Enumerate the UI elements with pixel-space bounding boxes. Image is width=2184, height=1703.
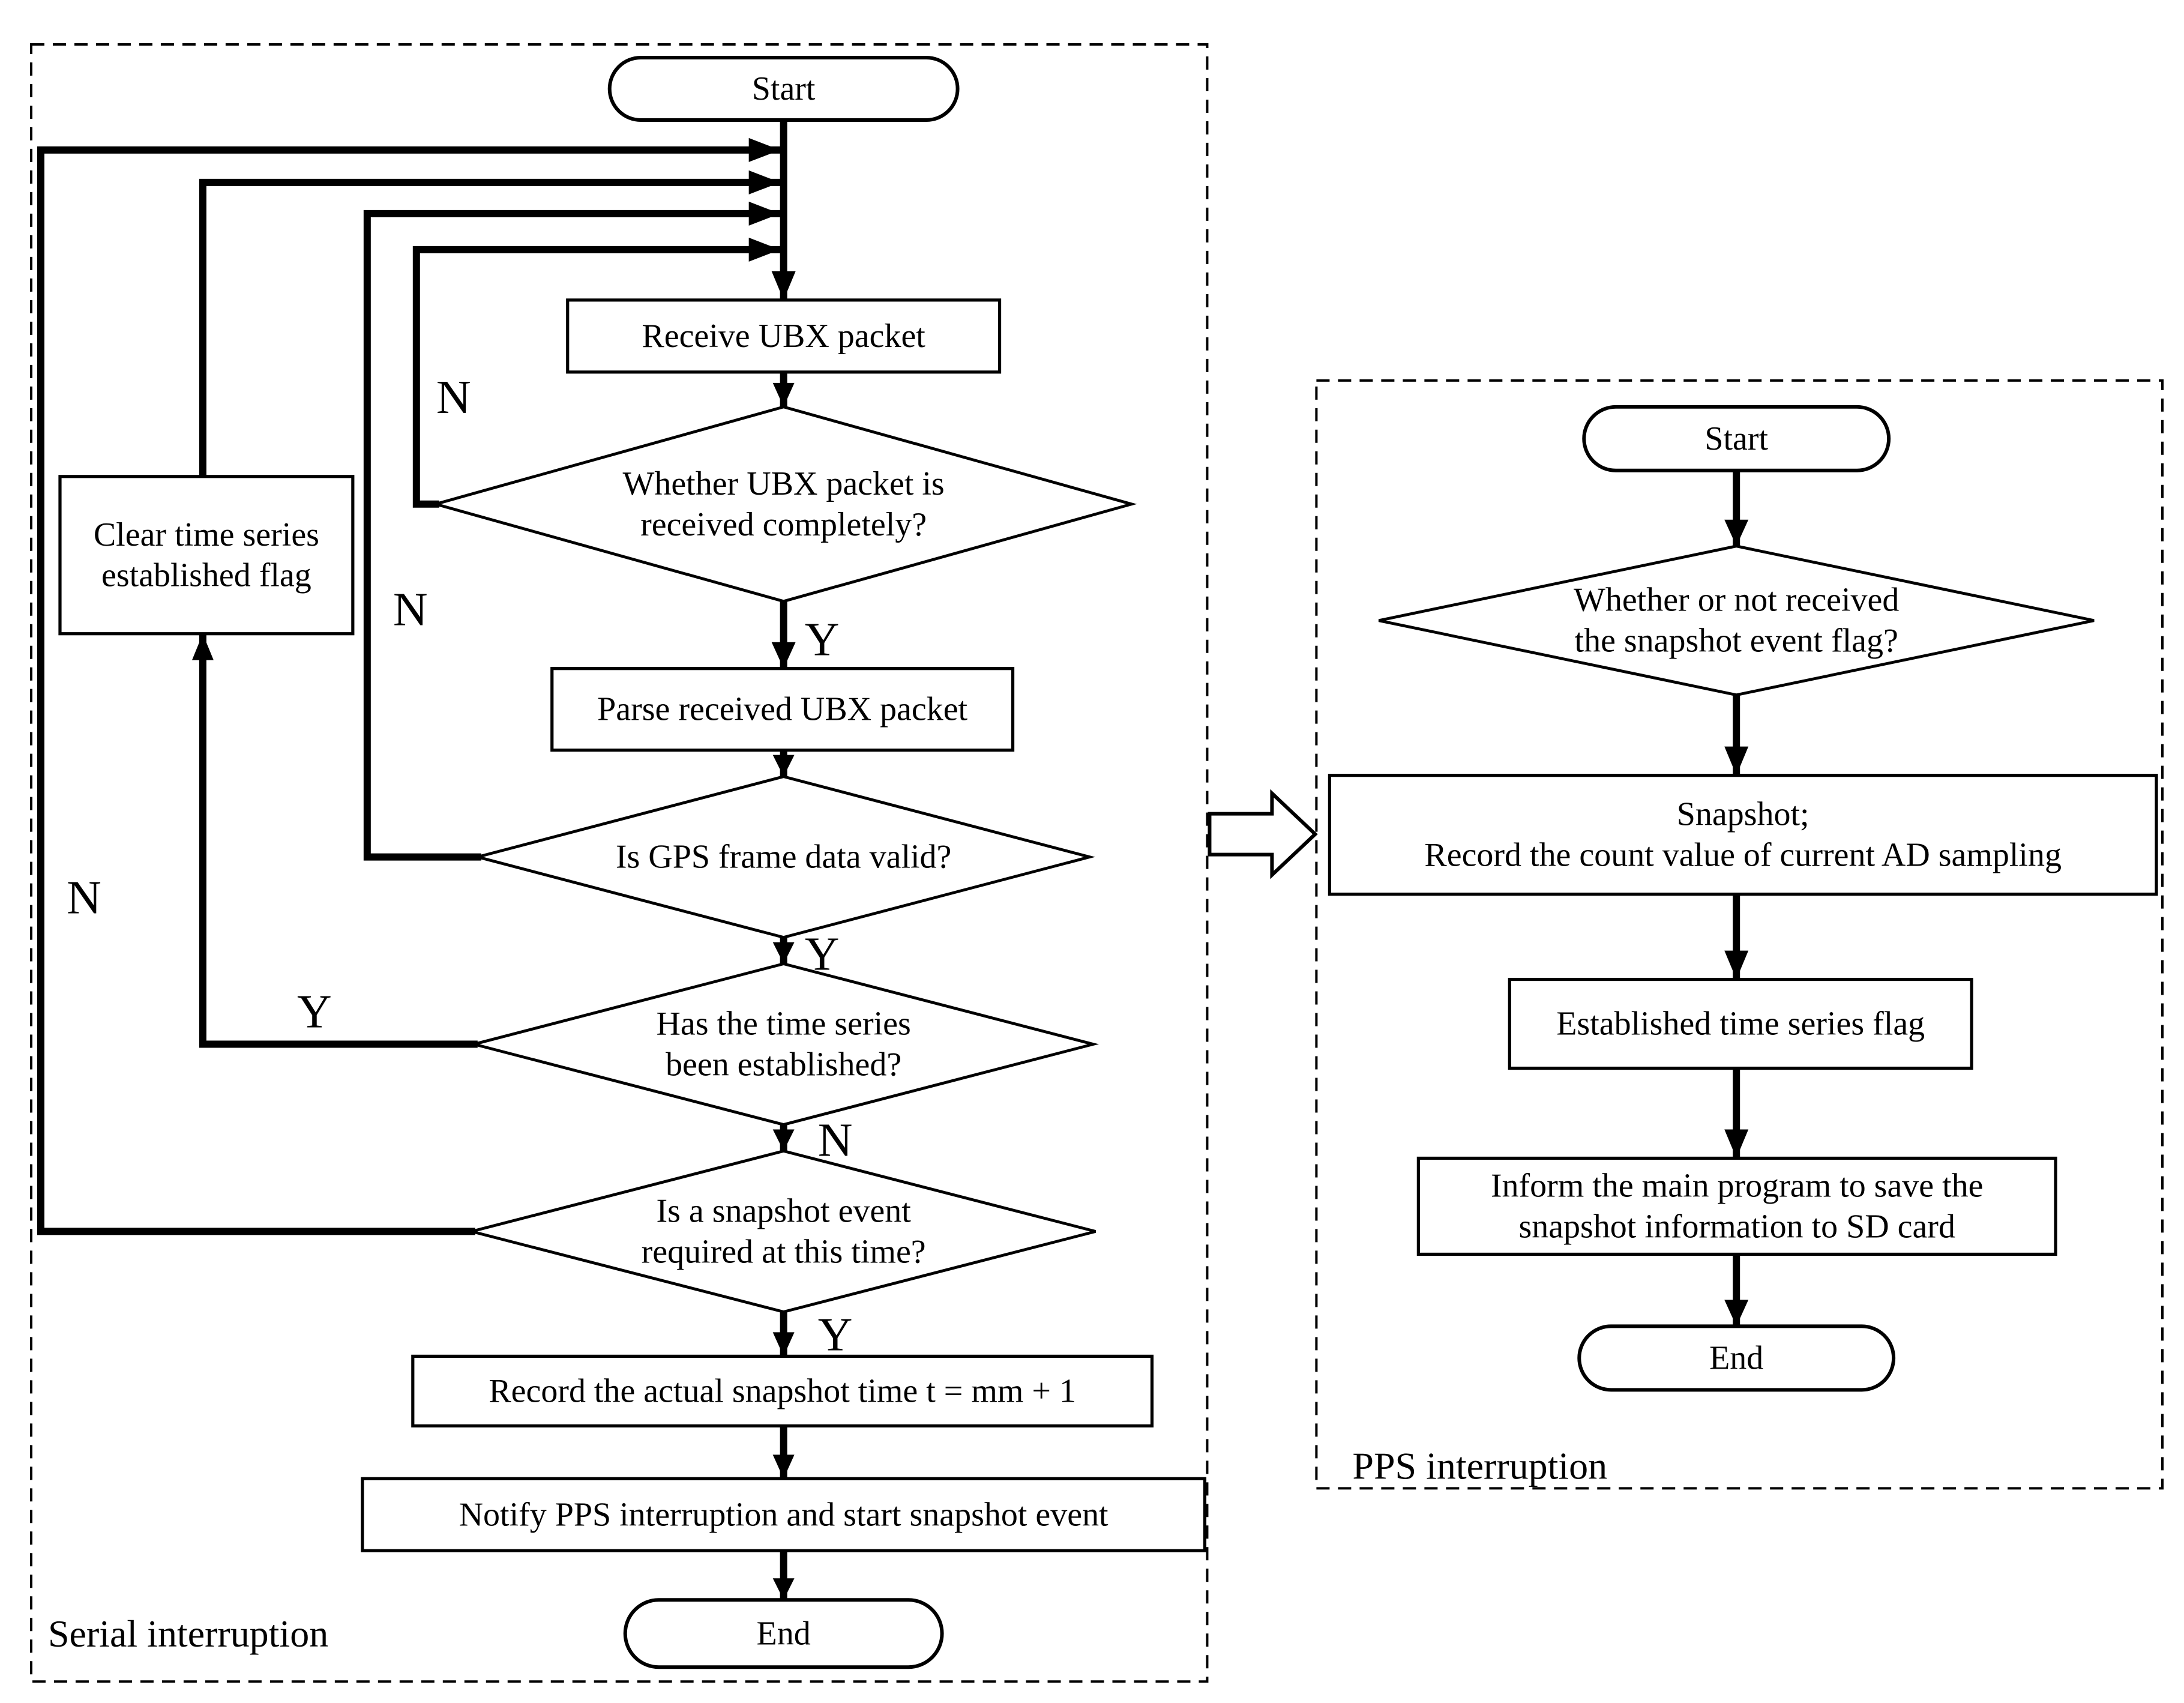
node-receive-ubx-shape bbox=[566, 298, 1002, 374]
node-record-time-shape bbox=[411, 1354, 1154, 1427]
node-pps-start-shape bbox=[1582, 405, 1891, 472]
node-ubx-complete-label: Whether UBX packet is bbox=[623, 465, 945, 502]
branch-label-n-snapshot-required: N bbox=[67, 872, 101, 924]
arrowhead-receive-to-complete-icon bbox=[772, 382, 795, 407]
node-pps-start-label: Start bbox=[1704, 420, 1768, 457]
node-pps-end-label: End bbox=[1709, 1339, 1763, 1376]
node-do-snapshot-label: Record the count value of current AD sam… bbox=[1424, 837, 2062, 874]
panel-link-arrow-icon bbox=[1208, 789, 1318, 879]
node-established-flag-label: Established time series flag bbox=[1556, 1005, 1925, 1043]
edge-complete-no-loop bbox=[412, 246, 784, 508]
branch-label-y-ubx-complete: Y bbox=[805, 613, 840, 666]
node-do-snapshot-shape bbox=[1328, 774, 2158, 896]
node-serial-start-shape bbox=[607, 55, 960, 122]
branch-label-y-snapshot-required: Y bbox=[818, 1308, 853, 1361]
arrowhead-established-to-inform-icon bbox=[1724, 1129, 1749, 1159]
arrowhead-snapshot-yes-icon bbox=[772, 1332, 795, 1357]
edge-snapshot-no-loop bbox=[37, 146, 784, 1235]
edge-clear-loop bbox=[199, 178, 784, 480]
node-established-flag-shape bbox=[1508, 977, 1973, 1070]
edge-series-yes-to-clear bbox=[199, 630, 478, 1048]
node-snapshot-flag-label: Whether or not received bbox=[1574, 582, 1899, 619]
node-pps-end-shape bbox=[1577, 1324, 1896, 1392]
branch-label-y-gps-valid: Y bbox=[805, 928, 840, 981]
node-parse-ubx-shape bbox=[550, 667, 1015, 752]
arrowhead-series-no-icon bbox=[772, 1129, 795, 1151]
arrowhead-notify-to-end-icon bbox=[772, 1578, 795, 1600]
node-ubx-complete-label: received completely? bbox=[640, 506, 927, 543]
node-series-established-label: been established? bbox=[666, 1046, 901, 1084]
arrowhead-complete-yes-icon bbox=[771, 642, 796, 669]
arrowhead-record-to-notify-icon bbox=[772, 1454, 795, 1479]
node-series-established-label: Has the time series bbox=[656, 1005, 910, 1043]
branch-label-n-gps-valid: N bbox=[393, 583, 428, 636]
arrowhead-clear-loop-icon bbox=[748, 170, 780, 194]
node-snapshot-required-label: Is a snapshot event bbox=[656, 1192, 911, 1229]
arrowhead-inform-to-end-icon bbox=[1724, 1300, 1749, 1327]
node-receive-ubx-label: Receive UBX packet bbox=[642, 318, 925, 355]
node-notify-pps-shape bbox=[361, 1477, 1207, 1552]
arrowhead-snapshot-to-established-icon bbox=[1724, 950, 1749, 980]
arrowhead-complete-no-loop-icon bbox=[748, 237, 780, 262]
node-clear-flag-shape bbox=[58, 475, 355, 636]
node-snapshot-required-shape bbox=[471, 1149, 1097, 1313]
node-gps-valid-label: Is GPS frame data valid? bbox=[616, 839, 952, 876]
node-parse-ubx-label: Parse received UBX packet bbox=[597, 691, 967, 728]
node-inform-main-shape bbox=[1416, 1156, 2057, 1256]
node-notify-pps-label: Notify PPS interruption and start snapsh… bbox=[459, 1496, 1109, 1533]
arrowhead-flag-to-snapshot-icon bbox=[1724, 746, 1749, 776]
node-snapshot-flag-label: the snapshot event flag? bbox=[1575, 622, 1898, 660]
node-snapshot-required-label: required at this time? bbox=[642, 1233, 926, 1270]
arrowhead-start-to-receive-icon bbox=[771, 271, 796, 300]
node-inform-main-label: Inform the main program to save the bbox=[1491, 1167, 1984, 1204]
panel-title-pps: PPS interruption bbox=[1352, 1444, 1607, 1487]
node-inform-main-label: snapshot information to SD card bbox=[1518, 1208, 1955, 1245]
node-snapshot-flag-shape bbox=[1378, 544, 2095, 697]
node-serial-end-shape bbox=[623, 1598, 944, 1669]
arrowhead-gps-yes-icon bbox=[772, 942, 795, 964]
branch-label-n-series-established: N bbox=[818, 1114, 853, 1166]
arrowhead-snapshot-no-loop-icon bbox=[748, 137, 780, 162]
panel-frame-pps bbox=[1315, 379, 2164, 1490]
node-clear-flag-label: established flag bbox=[101, 557, 311, 594]
node-serial-end-label: End bbox=[757, 1615, 811, 1652]
panel-frame-serial bbox=[29, 43, 1209, 1683]
node-do-snapshot-label: Snapshot; bbox=[1677, 796, 1809, 833]
node-record-time-label: Record the actual snapshot time t = mm +… bbox=[489, 1372, 1076, 1409]
branch-label-n-ubx-complete: N bbox=[436, 371, 471, 424]
edge-gps-no-loop bbox=[363, 209, 784, 861]
arrowhead-pps-start-to-flag-icon bbox=[1724, 519, 1749, 546]
node-gps-valid-shape bbox=[472, 775, 1095, 939]
node-series-established-shape bbox=[468, 962, 1100, 1126]
node-serial-start-label: Start bbox=[752, 70, 816, 107]
panel-title-serial: Serial interruption bbox=[48, 1612, 328, 1655]
arrowhead-gps-no-loop-icon bbox=[748, 201, 780, 226]
arrowhead-parse-to-gps-icon bbox=[772, 755, 795, 777]
branch-label-y-series-established: Y bbox=[297, 986, 332, 1038]
node-clear-flag-label: Clear time series bbox=[94, 516, 319, 553]
arrowhead-series-yes-to-clear-icon bbox=[191, 633, 214, 660]
node-ubx-complete-shape bbox=[430, 405, 1137, 603]
